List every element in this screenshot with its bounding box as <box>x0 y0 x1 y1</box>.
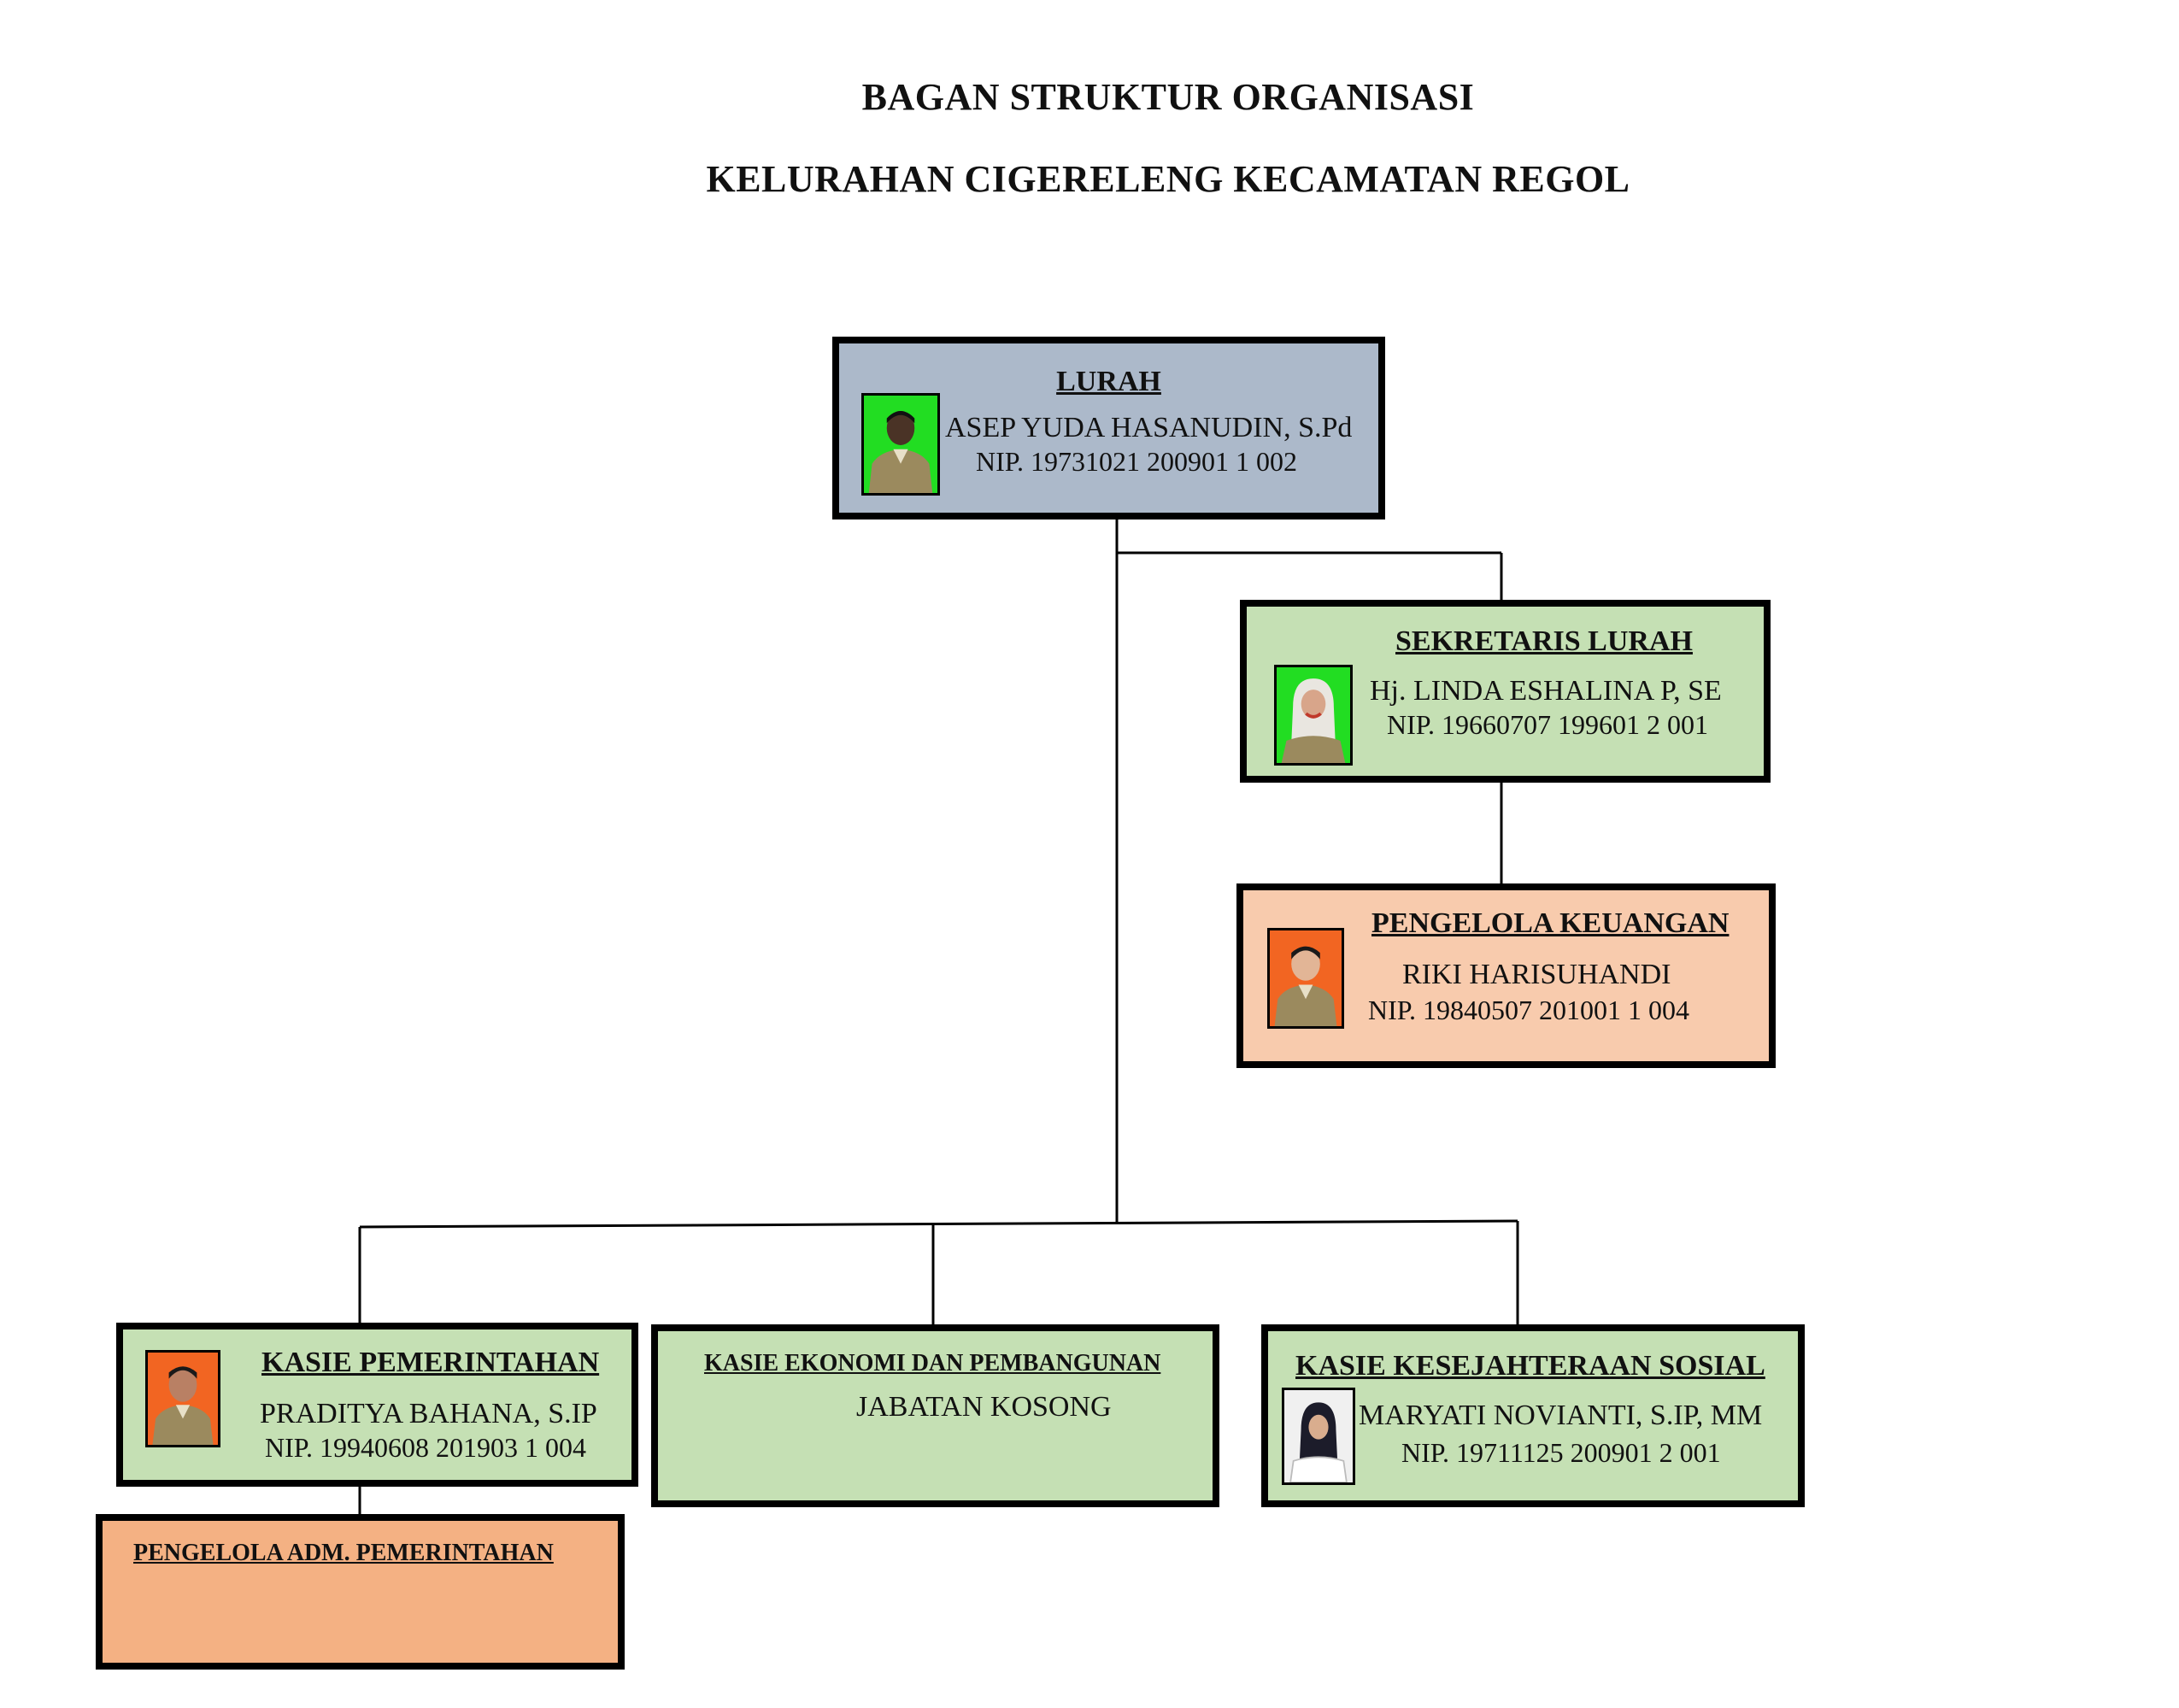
node-kasie-kesejahteraan-sosial: KASIE KESEJAHTERAAN SOSIAL MARYATI NOVIA… <box>1261 1324 1805 1507</box>
node-role: PENGELOLA ADM. PEMERINTAHAN <box>133 1540 554 1566</box>
chart-subtitle: KELURAHAN CIGERELENG KECAMATAN REGOL <box>706 158 1630 200</box>
node-kasie-ekonomi-pembangunan: KASIE EKONOMI DAN PEMBANGUNAN JABATAN KO… <box>651 1324 1219 1507</box>
person-photo-icon <box>1274 665 1353 766</box>
node-role: KASIE PEMERINTAHAN <box>261 1347 600 1378</box>
node-lurah: LURAH ASEP YUDA HASANUDIN, S.Pd NIP. 197… <box>832 337 1385 519</box>
node-nip: NIP. 19711125 200901 2 001 <box>1401 1437 1721 1468</box>
node-name: RIKI HARISUHANDI <box>1402 959 1671 990</box>
node-nip: NIP. 19940608 201903 1 004 <box>265 1432 587 1463</box>
node-name: MARYATI NOVIANTI, S.IP, MM <box>1359 1400 1763 1431</box>
node-nip: NIP. 19660707 199601 2 001 <box>1387 709 1709 740</box>
chart-title: BAGAN STRUKTUR ORGANISASI <box>861 76 1475 118</box>
node-pengelola-adm-pemerintahan: PENGELOLA ADM. PEMERINTAHAN <box>96 1514 625 1670</box>
person-photo-icon <box>1282 1388 1355 1485</box>
person-photo-icon <box>145 1350 220 1447</box>
node-nip: NIP. 19840507 201001 1 004 <box>1368 995 1690 1025</box>
node-nip: NIP. 19731021 200901 1 002 <box>976 446 1298 477</box>
node-pengelola-keuangan: PENGELOLA KEUANGAN RIKI HARISUHANDI NIP.… <box>1236 883 1776 1068</box>
node-name: Hj. LINDA ESHALINA P, SE <box>1370 675 1722 707</box>
node-name: JABATAN KOSONG <box>856 1391 1112 1423</box>
node-name: ASEP YUDA HASANUDIN, S.Pd <box>945 412 1353 443</box>
node-role: PENGELOLA KEUANGAN <box>1371 907 1730 939</box>
node-name: PRADITYA BAHANA, S.IP <box>260 1398 597 1429</box>
node-role: LURAH <box>1056 366 1161 397</box>
person-photo-icon <box>1267 928 1344 1029</box>
node-role: KASIE KESEJAHTERAAN SOSIAL <box>1295 1350 1765 1382</box>
node-role: SEKRETARIS LURAH <box>1395 625 1693 657</box>
node-role: KASIE EKONOMI DAN PEMBANGUNAN <box>704 1350 1161 1376</box>
connector-kasie-horizontal <box>359 1219 1518 1229</box>
person-photo-icon <box>861 393 940 496</box>
node-sekretaris-lurah: SEKRETARIS LURAH Hj. LINDA ESHALINA P, S… <box>1240 600 1771 783</box>
node-kasie-pemerintahan: KASIE PEMERINTAHAN PRADITYA BAHANA, S.IP… <box>116 1323 638 1487</box>
